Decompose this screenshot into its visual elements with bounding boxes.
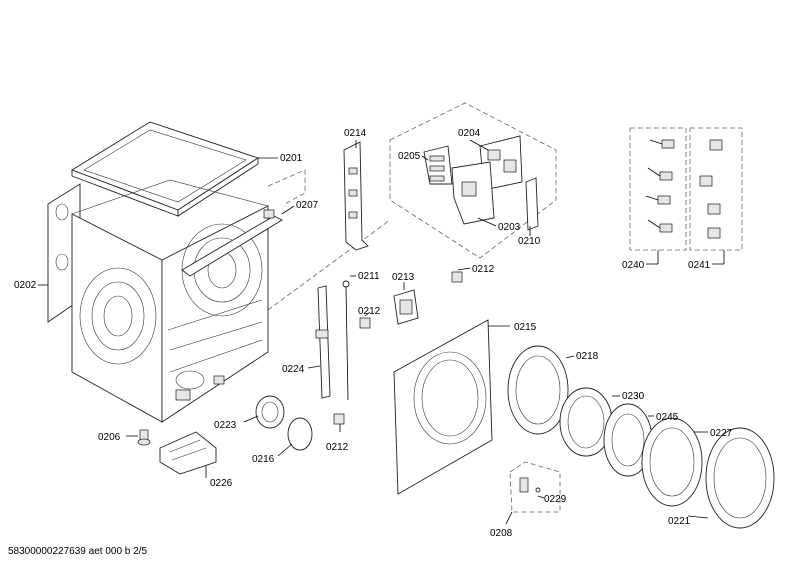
part-labels: 0201 0202 0207 0214 0205 0204 0203 0210 … [14, 128, 733, 539]
pcb-group-outline [389, 102, 557, 259]
label-0201: 0201 [280, 153, 303, 164]
top-cover-part [70, 121, 260, 217]
label-0206: 0206 [98, 432, 121, 443]
base-0226-part [159, 431, 217, 475]
label-0230: 0230 [622, 391, 645, 402]
label-0224: 0224 [282, 364, 305, 375]
ring-0218-part [507, 345, 569, 435]
label-0212-top: 0212 [472, 264, 495, 275]
leader-lines [38, 139, 725, 525]
clamp-0223-part [255, 395, 285, 429]
small-parts-0229 [519, 477, 541, 493]
label-0215: 0215 [514, 322, 537, 333]
label-0221: 0221 [668, 516, 691, 527]
label-0226: 0226 [210, 478, 233, 489]
label-0214: 0214 [344, 128, 367, 139]
cabinet-dashed-guide-upper [267, 169, 306, 206]
label-0240: 0240 [622, 260, 645, 271]
label-0223: 0223 [214, 420, 237, 431]
label-0245: 0245 [656, 412, 679, 423]
label-0211: 0211 [358, 271, 380, 282]
cabinet-housing-part [71, 179, 269, 423]
cabinet-dashed-guide-lower [267, 219, 391, 311]
cross-brace-part [181, 209, 283, 277]
door-ring-0221-part [705, 427, 775, 529]
rail-0224-part [315, 285, 331, 399]
door-frame-0227-part [641, 417, 703, 507]
label-0218: 0218 [576, 351, 599, 362]
label-0212-mid: 0212 [358, 306, 381, 317]
label-0241: 0241 [688, 260, 711, 271]
label-0213: 0213 [392, 272, 415, 283]
rod-0211-part [342, 280, 350, 401]
bracket-0214-part [343, 141, 369, 251]
box-0213-part [393, 289, 419, 325]
module-0205-part [423, 145, 453, 185]
kit-0241-part [699, 139, 723, 239]
clip-0212-b-part [359, 317, 371, 329]
label-0202: 0202 [14, 280, 37, 291]
kit-0240-part [645, 139, 675, 233]
kit-0240-outline [629, 127, 687, 251]
label-0203: 0203 [498, 222, 521, 233]
clip-0212-c-part [333, 413, 345, 425]
cap-0216-part [287, 417, 313, 451]
label-0210: 0210 [518, 236, 541, 247]
strip-0210-part [525, 177, 539, 231]
housing-0203-part [451, 161, 495, 225]
label-0208: 0208 [490, 528, 513, 539]
kit-0241-outline [689, 127, 743, 251]
document-footer-code: 58300000227639 aet 000 b 2/5 [8, 546, 148, 557]
clip-0212-a-part [451, 271, 463, 283]
label-0229: 0229 [544, 494, 567, 505]
foot-0206-part [137, 429, 151, 446]
kit-0208-outline [509, 461, 561, 513]
label-0207: 0207 [296, 200, 319, 211]
label-0216: 0216 [252, 454, 275, 465]
label-0227: 0227 [710, 428, 733, 439]
label-0204: 0204 [458, 128, 481, 139]
label-0212-low: 0212 [326, 442, 349, 453]
label-0205: 0205 [398, 151, 421, 162]
front-panel-0215-part [393, 319, 493, 495]
